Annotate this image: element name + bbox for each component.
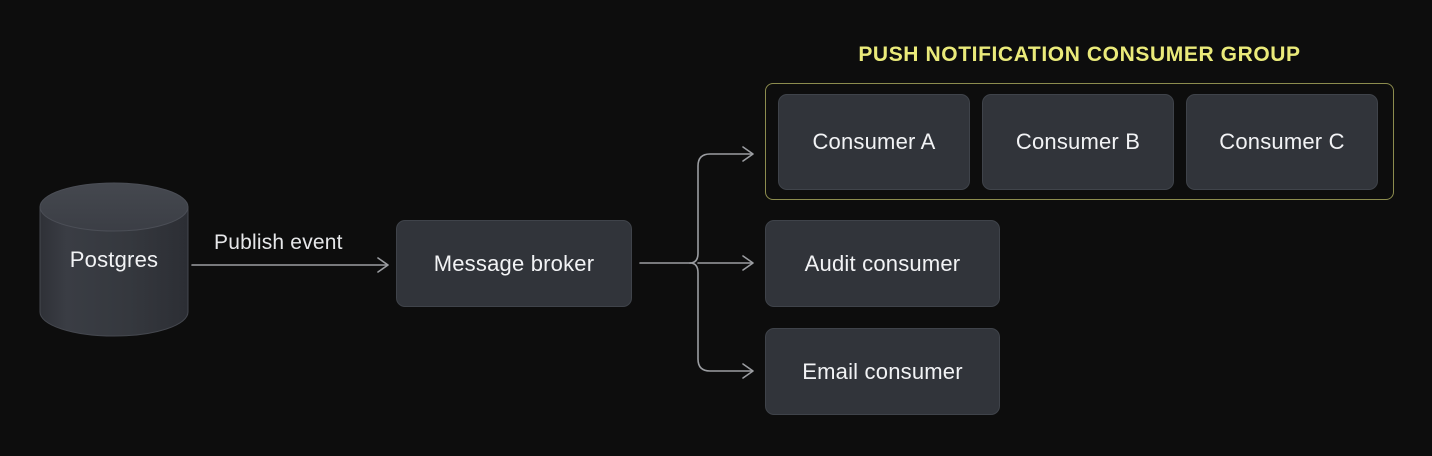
node-message-broker-label: Message broker	[433, 250, 595, 276]
node-audit-consumer[interactable]: Audit consumer	[765, 220, 1000, 307]
node-consumer-a-label: Consumer A	[812, 129, 936, 154]
node-email-consumer-label: Email consumer	[802, 358, 963, 384]
node-message-broker[interactable]: Message broker	[396, 220, 632, 307]
arrow-publish-event	[191, 257, 389, 273]
node-audit-consumer-label: Audit consumer	[804, 250, 961, 276]
postgres-cylinder	[39, 182, 189, 337]
node-consumer-b-label: Consumer B	[1015, 129, 1141, 154]
node-consumer-a[interactable]: Consumer A	[778, 94, 970, 190]
consumer-group-container	[765, 83, 1394, 200]
node-email-consumer[interactable]: Email consumer	[765, 328, 1000, 415]
node-consumer-c-label: Consumer C	[1219, 129, 1345, 154]
node-consumer-b[interactable]: Consumer B	[982, 94, 1174, 190]
postgres-label: Postgres	[69, 247, 159, 272]
arrow-fanout-broker	[639, 146, 754, 379]
edge-label-publish-event: Publish event	[214, 231, 343, 254]
consumer-group-title: PUSH NOTIFICATION CONSUMER GROUP	[858, 43, 1301, 66]
node-consumer-c[interactable]: Consumer C	[1186, 94, 1378, 190]
